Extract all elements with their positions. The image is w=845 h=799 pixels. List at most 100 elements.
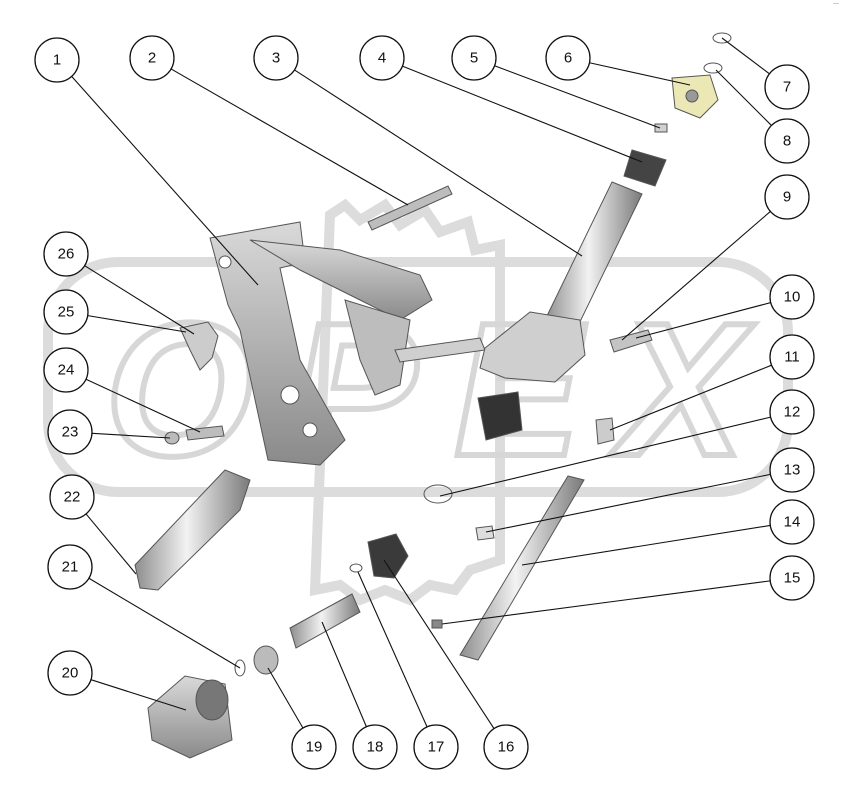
part-spring (367, 185, 453, 231)
part-clip-11 (595, 417, 615, 445)
callout-circle-9 (764, 174, 810, 220)
part-splined-shaft (289, 593, 361, 649)
callout-label-12: 12 (784, 404, 801, 421)
part-bearing (623, 149, 667, 187)
callout-circle-16 (483, 724, 529, 770)
part-linkage (179, 321, 219, 371)
part-column-bracket (479, 311, 586, 383)
callout-leader-22 (85, 513, 137, 575)
callout-label-26: 26 (58, 246, 75, 263)
callout-leader-6 (589, 62, 691, 86)
part-bolt (609, 329, 653, 353)
callout-circle-7 (764, 64, 810, 110)
callout-circle-8 (764, 118, 810, 164)
part-bushing (477, 391, 523, 441)
callout-circle-22 (49, 474, 95, 520)
part-bracket-hole (218, 255, 232, 269)
part-washer-19 (253, 645, 279, 675)
part-key-5 (654, 123, 668, 133)
callout-label-2: 2 (148, 50, 156, 67)
callout-circle-1 (34, 37, 80, 83)
callout-label-23: 23 (62, 424, 79, 441)
callout-label-25: 25 (58, 304, 75, 321)
callout-label-11: 11 (784, 349, 800, 366)
callout-circle-20 (47, 650, 93, 696)
callout-leader-3 (294, 69, 583, 257)
callout-leader-9 (621, 210, 771, 341)
callout-circle-18 (352, 724, 398, 770)
parts (134, 32, 732, 759)
callout-label-5: 5 (470, 50, 478, 67)
part-u-joint-shaft (134, 469, 251, 591)
callout-circle-12 (769, 389, 815, 435)
callout-circle-6 (545, 35, 591, 81)
callout-leader-10 (635, 302, 771, 339)
callout-label-6: 6 (564, 50, 572, 67)
callout-label-3: 3 (272, 50, 280, 67)
callout-circle-19 (291, 724, 337, 770)
callout-label-13: 13 (784, 462, 801, 479)
callout-circle-25 (43, 289, 89, 335)
callout-label-20: 20 (62, 665, 79, 682)
part-housing-bore (195, 679, 229, 721)
callout-circle-2 (129, 35, 175, 81)
callout-label-9: 9 (783, 189, 791, 206)
callout-circle-4 (359, 35, 405, 81)
callout-label-24: 24 (58, 362, 75, 379)
callout-leader-15 (441, 580, 771, 625)
callout-circle-13 (769, 447, 815, 493)
callout-label-4: 4 (378, 50, 386, 67)
callout-leader-11 (609, 364, 772, 431)
callout-circle-23 (47, 409, 93, 455)
callout-leader-19 (267, 667, 304, 729)
callout-leader-7 (721, 37, 770, 75)
callout-leader-13 (485, 473, 771, 533)
callout-label-21: 21 (62, 559, 79, 576)
callout-circle-5 (451, 35, 497, 81)
callout-circle-10 (769, 274, 815, 320)
callout-circle-21 (47, 544, 93, 590)
part-ring-21 (234, 659, 246, 677)
callout-leader-5 (494, 65, 661, 129)
callout-leader-24 (85, 378, 201, 433)
callout-leader-1 (71, 76, 259, 286)
part-shaft (459, 475, 585, 661)
callout-leader-8 (715, 69, 772, 126)
callout-label-14: 14 (784, 514, 801, 531)
part-ring-17 (349, 563, 363, 573)
callout-circle-26 (43, 231, 89, 277)
callout-leader-18 (321, 621, 367, 727)
callout-leader-17 (357, 571, 428, 728)
part-ring-8 (703, 62, 723, 74)
part-bracket-hole (280, 385, 300, 405)
callout-leader-20 (90, 679, 187, 711)
callout-leader-21 (88, 577, 241, 669)
callout-label-1: 1 (53, 52, 61, 69)
callout-label-17: 17 (428, 739, 445, 756)
callout-label-18: 18 (367, 739, 384, 756)
callout-label-10: 10 (784, 289, 801, 306)
callout-circle-11 (769, 334, 815, 380)
callout-label-16: 16 (498, 739, 515, 756)
callout-circle-15 (769, 555, 815, 601)
callout-leader-2 (170, 68, 409, 206)
callout-label-19: 19 (306, 739, 323, 756)
callout-label-7: 7 (783, 79, 791, 96)
callout-leader-16 (383, 559, 495, 729)
part-washer-12 (423, 484, 453, 504)
part-nut (367, 533, 409, 579)
callout-label-22: 22 (64, 489, 81, 506)
callout-circle-14 (769, 499, 815, 545)
callout-leader-26 (84, 265, 195, 335)
part-ring-7 (712, 32, 732, 44)
callout-leader-23 (91, 432, 171, 439)
corner-mark: — (833, 1, 839, 7)
watermark-text: ОРЕХ (105, 284, 755, 496)
callout-leader-12 (439, 416, 771, 497)
part-key-15 (431, 619, 443, 629)
callout-circle-3 (253, 35, 299, 81)
callout-circle-17 (413, 724, 459, 770)
part-pin-13 (475, 525, 495, 541)
part-lever-arm (249, 239, 433, 321)
